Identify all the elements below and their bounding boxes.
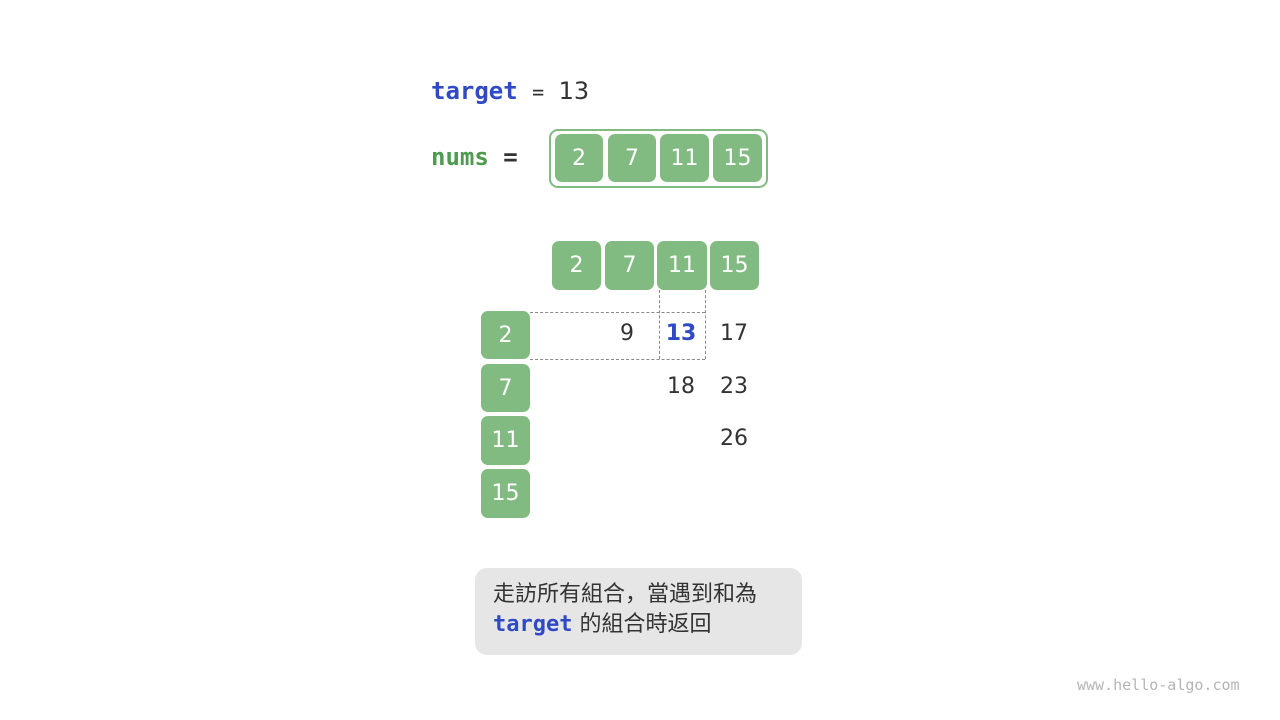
nums-line: nums =: [431, 142, 518, 172]
nums-element: 11: [660, 134, 709, 182]
highlight-col-guide-right: [705, 290, 706, 359]
nums-element: 2: [555, 134, 603, 182]
sum-cell: 17: [720, 321, 748, 346]
nums-element: 7: [608, 134, 656, 182]
watermark: www.hello-algo.com: [1077, 676, 1240, 694]
sum-cell: 9: [620, 321, 634, 346]
equals-sign: =: [532, 80, 545, 104]
caption-line-2: target 的組合時返回: [493, 610, 784, 640]
col-header: 7: [605, 241, 654, 290]
caption-line-2-text: 的組合時返回: [572, 612, 712, 637]
highlight-row-guide-bottom: [530, 359, 705, 360]
col-header: 2: [552, 241, 601, 290]
sum-cell-highlighted: 13: [665, 321, 697, 346]
col-header: 11: [657, 241, 707, 290]
row-header: 7: [481, 364, 530, 412]
sum-cell: 23: [720, 374, 748, 399]
highlight-col-guide-left: [659, 290, 660, 359]
target-line: target = 13: [431, 76, 589, 107]
sum-cell: 26: [720, 426, 748, 451]
equals-sign: =: [503, 143, 518, 171]
row-header: 11: [481, 416, 530, 465]
target-keyword: target: [431, 77, 518, 105]
caption-line-1: 走訪所有組合，當遇到和為: [493, 582, 758, 607]
caption-target-keyword: target: [493, 612, 573, 637]
highlight-row-guide-top: [530, 312, 705, 313]
sum-cell: 18: [667, 374, 695, 399]
row-header: 2: [481, 311, 530, 359]
col-header: 15: [710, 241, 759, 290]
caption-box: 走訪所有組合，當遇到和為 target 的組合時返回: [475, 568, 802, 655]
row-header: 15: [481, 469, 530, 518]
nums-element: 15: [713, 134, 762, 182]
nums-keyword: nums: [431, 143, 489, 171]
target-value: 13: [558, 77, 590, 105]
